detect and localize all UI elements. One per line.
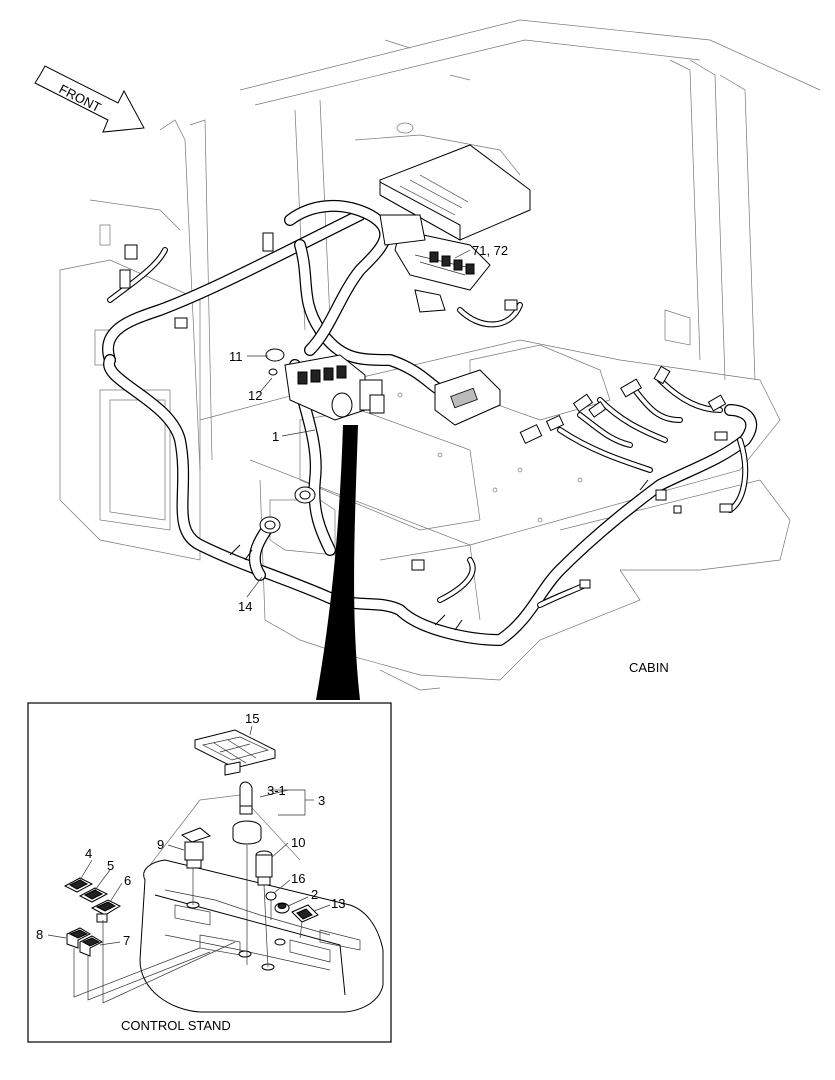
callout-16: 16	[291, 871, 305, 886]
callout-4: 4	[85, 846, 92, 861]
callout-7: 7	[123, 933, 130, 948]
front-arrow-label: FRONT	[57, 81, 104, 115]
callout-71-72: 71, 72	[472, 243, 508, 258]
detail-frame	[27, 702, 392, 1043]
callout-15: 15	[245, 711, 259, 726]
detail-pointer-wedge	[316, 425, 360, 700]
callout-1: 1	[272, 429, 279, 444]
callout-2: 2	[311, 887, 318, 902]
callout-11: 11	[229, 349, 243, 364]
callout-10: 10	[291, 835, 305, 850]
cabin-frame	[59, 19, 821, 691]
callout-9: 9	[157, 837, 164, 852]
callout-8: 8	[36, 927, 43, 942]
callout-5: 5	[107, 858, 114, 873]
front-direction-arrow: FRONT	[34, 65, 145, 133]
callout-3: 3	[318, 793, 325, 808]
cabin-leader-lines	[246, 249, 471, 598]
cab-branch-wires	[107, 232, 749, 608]
main-wiring-harness	[102, 199, 758, 646]
cabin-label: CABIN	[629, 660, 669, 675]
callout-3-1: 3-1	[267, 783, 286, 798]
callout-6: 6	[124, 873, 131, 888]
callout-13: 13	[331, 896, 345, 911]
callout-12: 12	[248, 388, 262, 403]
control-stand-label: CONTROL STAND	[121, 1018, 231, 1033]
control-stand-detail	[27, 702, 392, 1043]
controller-units	[268, 144, 531, 426]
callout-14: 14	[238, 599, 252, 614]
